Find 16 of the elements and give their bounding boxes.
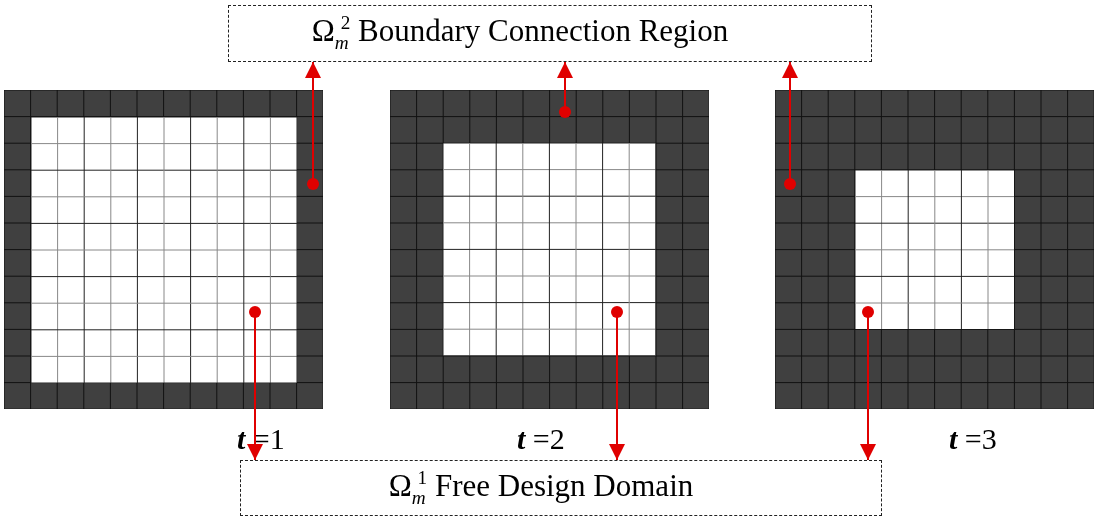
time-step-label: t =2	[517, 422, 565, 456]
leader-arrow	[247, 306, 263, 461]
dashed-label-box	[228, 5, 872, 62]
free-mesh-region	[443, 143, 656, 356]
region-label: Ω$_{m}$$^{1}$ Free Design Domain	[388, 466, 694, 510]
leader-arrow	[609, 306, 625, 461]
leader-arrow	[782, 61, 798, 190]
leader-arrow	[557, 61, 573, 118]
free-mesh-region	[30, 116, 297, 383]
free-mesh-region	[854, 169, 1015, 330]
leader-arrow	[860, 306, 876, 461]
time-step-label: t =1	[237, 422, 285, 456]
leader-arrow	[305, 61, 321, 190]
time-step-label: t =3	[949, 422, 997, 456]
region-label: Ω$_{m}$$^{2}$ Boundary Connection Region	[311, 12, 729, 55]
dashed-label-box	[240, 460, 882, 516]
